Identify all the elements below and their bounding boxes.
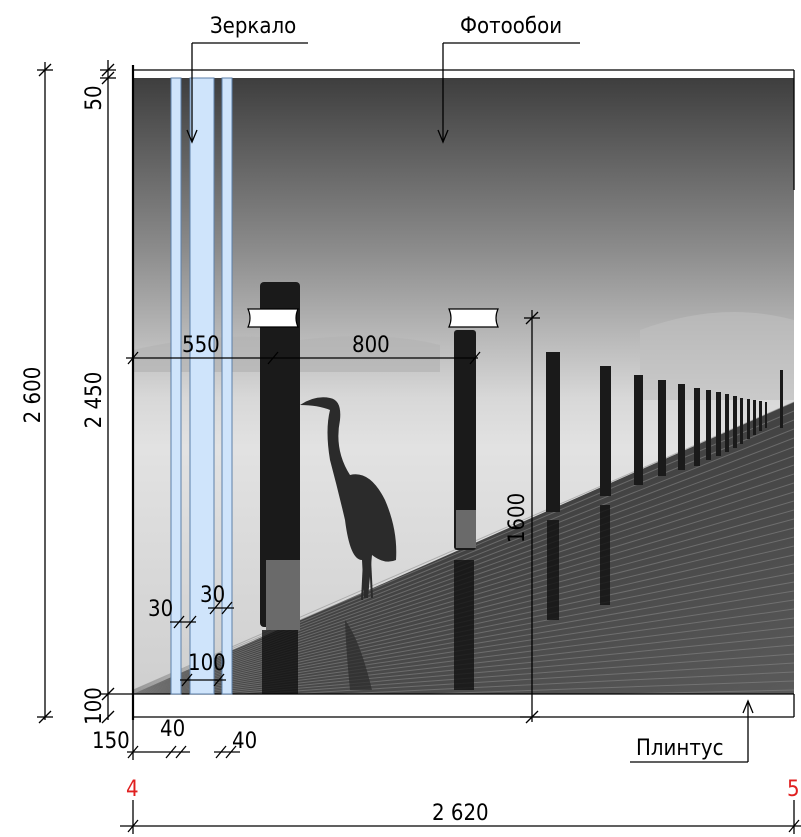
pier-plank: [133, 699, 794, 706]
photo-wallpaper-label: Фотообои: [460, 14, 562, 39]
mirror-strips: [170, 77, 233, 695]
dim-sconce-spacing: 800: [352, 333, 390, 358]
dim-strip-gap-right: 40: [232, 729, 257, 754]
wall-frame: [131, 65, 795, 720]
dim-bottom-gap: 100: [82, 687, 107, 725]
dim-strip-gap-left: 40: [160, 717, 185, 742]
wall-sconces: [247, 308, 499, 328]
dim-sconce-height: 1600: [505, 493, 530, 543]
heron: [300, 397, 397, 690]
dim-strip-right: 30: [200, 583, 225, 608]
photo-wallpaper: [133, 78, 794, 706]
dim-left-offset: 550: [182, 333, 220, 358]
pier-plank: [596, 689, 794, 694]
dim-total-height: 2 600: [21, 367, 46, 424]
mirror-label: Зеркало: [210, 14, 296, 39]
pier-posts: [260, 282, 783, 630]
baseboard-label: Плинтус: [636, 736, 723, 761]
dim-left-margin: 150: [92, 729, 130, 754]
dim-top-gap: 50: [82, 85, 107, 110]
dim-wall-height: 2 450: [82, 372, 107, 429]
pier-plank: [415, 680, 794, 694]
axis-marker-right: 5: [787, 777, 800, 802]
leader-lines: [186, 42, 754, 763]
dim-total-width: 2 620: [432, 801, 489, 826]
dim-center-width: 100: [188, 651, 226, 676]
dimension-lines: [37, 60, 801, 834]
dim-strip-left: 30: [148, 597, 173, 622]
axis-marker-left: 4: [126, 777, 139, 802]
